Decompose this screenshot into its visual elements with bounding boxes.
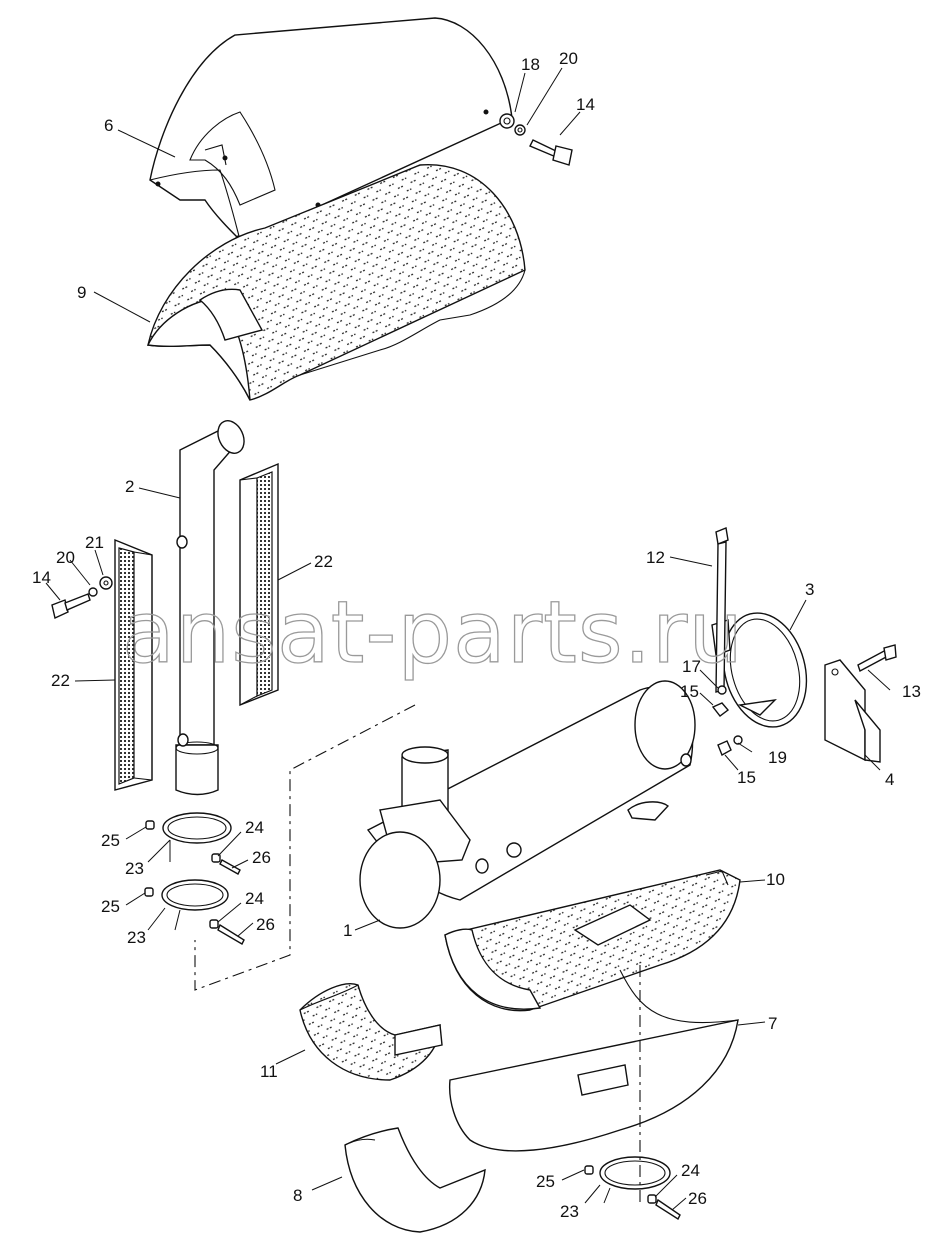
callout-22-right: 22 — [314, 552, 333, 571]
callout-25-middle: 25 — [101, 897, 120, 916]
callout-14-left: 14 — [32, 568, 51, 587]
ring-set-lower — [584, 1156, 681, 1221]
callout-2: 2 — [125, 477, 134, 496]
insulation-upper — [146, 164, 526, 401]
ring-set-upper — [145, 812, 241, 875]
callout-26-middle: 26 — [256, 915, 275, 934]
mesh-guard-left — [114, 538, 153, 791]
callout-11: 11 — [260, 1062, 278, 1081]
callout-10: 10 — [766, 870, 785, 889]
callout-14-top: 14 — [576, 95, 595, 114]
ring-set-middle — [144, 879, 245, 945]
callout-8: 8 — [293, 1186, 302, 1205]
callout-labels: 6 18 20 14 9 2 21 20 14 22 22 12 3 17 15… — [32, 49, 921, 1221]
insulation-lower-right — [444, 869, 741, 1012]
callout-6: 6 — [104, 116, 113, 135]
callout-23-middle: 23 — [127, 928, 146, 947]
callout-7: 7 — [768, 1014, 777, 1033]
insulation-small — [299, 983, 443, 1081]
callout-15-lower: 15 — [737, 768, 756, 787]
heat-shield-lower — [448, 969, 739, 1152]
callout-20-left: 20 — [56, 548, 75, 567]
callout-20-top: 20 — [559, 49, 578, 68]
callout-24-lower: 24 — [681, 1161, 700, 1180]
bolt-12 — [715, 527, 729, 693]
exhaust-pipe — [175, 420, 245, 796]
bolt-14-top — [499, 113, 573, 166]
leader-lines — [45, 67, 891, 1211]
assembly-center-lines — [194, 704, 641, 1205]
callout-22-left: 22 — [51, 671, 70, 690]
callout-26-lower: 26 — [688, 1189, 707, 1208]
callout-23-upper: 23 — [125, 859, 144, 878]
heat-shield-small — [344, 1127, 486, 1233]
callout-3: 3 — [805, 580, 814, 599]
callout-4: 4 — [885, 770, 894, 789]
callout-21: 21 — [85, 533, 104, 552]
bolt-14-left — [51, 576, 113, 619]
callout-15-upper: 15 — [680, 682, 699, 701]
callout-19: 19 — [768, 748, 787, 767]
watermark: ansat-parts.ru — [122, 583, 744, 683]
callout-25-upper: 25 — [101, 831, 120, 850]
callout-17: 17 — [682, 657, 701, 676]
callout-23-lower: 23 — [560, 1202, 579, 1221]
callout-18: 18 — [521, 55, 540, 74]
nuts-washers-clamp — [711, 685, 743, 756]
callout-9: 9 — [77, 283, 86, 302]
mounting-bracket — [824, 659, 881, 763]
callout-1: 1 — [343, 921, 352, 940]
callout-24-middle: 24 — [245, 889, 264, 908]
mesh-guard-right — [239, 462, 279, 707]
callout-24-upper: 24 — [245, 818, 264, 837]
callout-26-upper: 26 — [252, 848, 271, 867]
callout-13: 13 — [902, 682, 921, 701]
callout-25-lower: 25 — [536, 1172, 555, 1191]
callout-12: 12 — [646, 548, 665, 567]
muffler-body — [359, 680, 696, 929]
bolt-13 — [857, 644, 897, 673]
